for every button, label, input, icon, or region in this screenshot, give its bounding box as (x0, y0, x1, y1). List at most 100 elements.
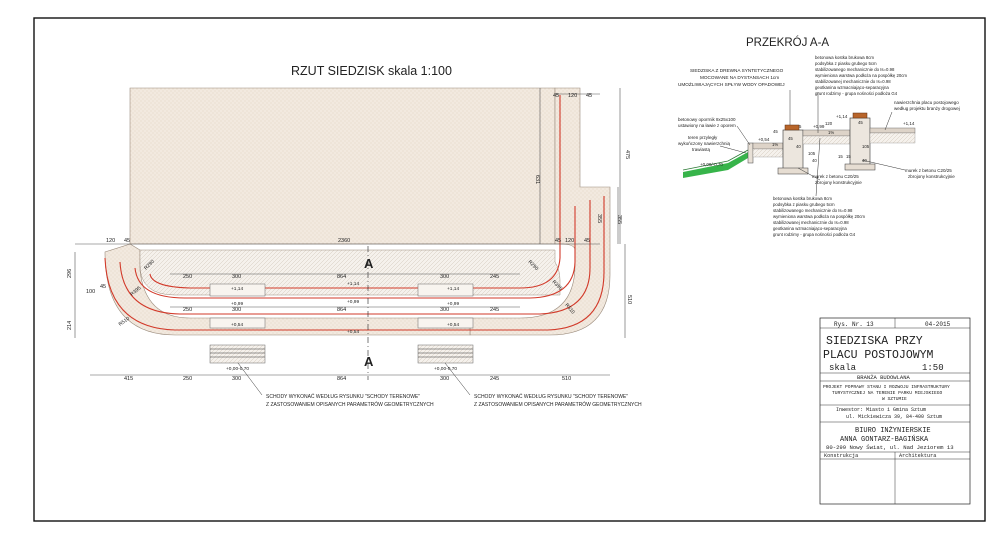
level-11: +0,00-0,70 (434, 366, 457, 372)
label-seat-3: UMOŻLIWIAJĄCYCH SPŁYW WODY OPADOWEJ (678, 81, 785, 87)
label-paving-bottom-1: betonowa kostka brukowa 8cm (773, 196, 832, 201)
label-paving-top-6: geotkanina wzmacniająco-separacyjna (815, 85, 889, 90)
dim-mid-45c: 45 (584, 238, 590, 244)
seat-line-middle (119, 200, 591, 315)
label-paving-top-3: stabilizowanego mechanicznie do Is=0.98 (815, 67, 895, 72)
label-terrain-3: trawiastą (692, 147, 711, 152)
dim-left-296: 296 (67, 269, 73, 278)
section-level-2: +1,14 (836, 114, 848, 119)
wall-upper-footing (844, 163, 876, 171)
section-mark-a-top: A (364, 256, 374, 271)
title-block: Rys. Nr. 13 04-2015 SIEDZISKA PRZY PLACU… (819, 317, 971, 505)
section-dim-3: 45 (788, 136, 793, 141)
dim-bottom-245: 245 (490, 376, 499, 382)
dim-bottom-250: 250 (183, 376, 192, 382)
step-dim-300a: 300 (232, 274, 241, 280)
step-dim-300b: 300 (440, 274, 449, 280)
section-dim-8: 105 (862, 144, 870, 149)
label-curb-2: ustawiony na ławie z oporem (678, 123, 736, 128)
dim-right-475: 475 (624, 150, 630, 159)
section-leaders (719, 90, 906, 197)
label-paving-top-1: betonowa kostka brukowa 8cm (815, 55, 874, 60)
subbase-mid (802, 135, 851, 145)
step-block-right-upper (417, 283, 474, 297)
project-line3: W SZTUMIE (882, 396, 907, 402)
step-dim-300c: 300 (232, 307, 241, 313)
radius-label-5: R510 (118, 316, 131, 328)
branch-label: BRANŻA BUDOWLANA (857, 374, 911, 381)
dim-top-120: 120 (568, 93, 577, 99)
seat-line-outer (104, 196, 605, 331)
label-paving-bottom-2: podsybka z piasku grubego 5cm (773, 202, 835, 207)
dim-top-45a: 45 (553, 93, 559, 99)
sheet-title-line1: SIEDZISKA PRZY (826, 335, 923, 348)
seat-line-inner (134, 206, 576, 299)
section-dim-9: 40 (812, 158, 817, 163)
label-paving-bottom-7: grunt rodzimy - grupa nośności podłoża G… (773, 232, 856, 237)
dim-right-355a: 355 (596, 214, 602, 223)
section-level-3: +1,14 (903, 121, 915, 126)
label-seat-2: MOCOWANE NA DYSTANSACH 1cm (700, 75, 779, 80)
dim-bottom-300b: 300 (440, 376, 449, 382)
wall-lower (782, 129, 804, 171)
step-dim-245a: 245 (490, 274, 499, 280)
level-8: +0,54 (347, 329, 359, 335)
office-line3: 80-299 Nowy Świat, ul. Nad Jeziorem 13 (826, 444, 954, 451)
label-terrain-2: wykończony nawierzchnią (678, 141, 731, 146)
role-architecture: Architektura (899, 453, 936, 459)
dim-mid-45b: 45 (555, 238, 561, 244)
label-paving-top-5: stabilizowanej mechanicznie do Is=0.98 (815, 79, 891, 84)
grass-slope (683, 152, 748, 178)
note-left-line1: SCHODY WYKONAĆ WEDŁUG RYSUNKU "SCHODY TE… (266, 393, 420, 400)
level-2: +1,14 (347, 281, 359, 287)
stairs-left (209, 344, 266, 364)
wall-lower-footing (777, 167, 809, 175)
plaza-subbase (869, 132, 916, 144)
paving-main-area (129, 87, 556, 245)
label-wall-mid-1: murek z betonu C20/25 (812, 174, 859, 179)
dimension-lines (74, 88, 626, 376)
section-dim-2: 5 (799, 124, 802, 129)
curb (747, 142, 754, 164)
project-line2: TURYSTYCZNEJ NA TERENIE PARKU MIEJSKIEGO (832, 390, 943, 396)
step-block-left-upper (209, 283, 266, 297)
seat-lower (784, 124, 800, 131)
section-title: PRZEKRÓJ A-A (746, 36, 829, 49)
section-dim-14: 15 (846, 154, 851, 159)
plan-view: RZUT SIEDZISK skala 1:100 A A (67, 64, 642, 408)
label-wall-mid-2: zbrojony konstrukcyjnie (815, 180, 862, 185)
step-dim-250b: 250 (183, 307, 192, 313)
role-construction: Konstrukcja (824, 453, 858, 459)
step-dim-864a: 864 (337, 274, 346, 280)
level-7: +0,54 (231, 322, 243, 328)
investor-line2: ul. Mickiewicza 39, 84-400 Sztum (846, 414, 942, 420)
office-line2: ANNA GONTARZ-BAGIŃSKA (840, 435, 929, 444)
investor-line1: Inwestor: Miasto i Gmina Sztum (836, 407, 926, 413)
step-dim-864b: 864 (337, 307, 346, 313)
step-dim-300d: 300 (440, 307, 449, 313)
paving-layer-left (752, 142, 784, 150)
subbase-left (752, 148, 784, 158)
terrain-line (682, 149, 749, 171)
seat-line-upper (149, 244, 561, 289)
section-dim-13: 1% (828, 130, 834, 135)
section-dim-11: 15 (838, 154, 843, 159)
right-seat-band (469, 87, 611, 336)
section-view: PRZEKRÓJ A-A (678, 36, 960, 237)
level-1: +1,14 (231, 286, 243, 292)
sheet-date: 04-2015 (925, 321, 951, 328)
label-paving-top-7: grunt rodzimy - grupa nośności podłoża G… (815, 91, 898, 96)
project-line1: PROJEKT POPRAWY STANU I ROZWOJU INFRASTR… (823, 384, 950, 390)
dim-mid-120a: 120 (106, 238, 115, 244)
label-plaza-2: według projektu branży drogowej (894, 106, 960, 111)
dim-left-100: 100 (86, 289, 95, 295)
level-3: +1,14 (447, 286, 459, 292)
label-paving-bottom-6: geotkanina wzmacniająco-separacyjna (773, 226, 847, 231)
section-dim-10: 40 (862, 158, 867, 163)
note-right-line2: Z ZASTOSOWANIEM OPISANYCH PARAMETRÓW GEO… (474, 401, 642, 408)
section-mark-a-bottom: A (364, 354, 374, 369)
note-left-line2: Z ZASTOSOWANIEM OPISANYCH PARAMETRÓW GEO… (266, 401, 434, 408)
section-dim-6: 45 (858, 120, 863, 125)
section-dim-12: 1% (772, 142, 778, 147)
